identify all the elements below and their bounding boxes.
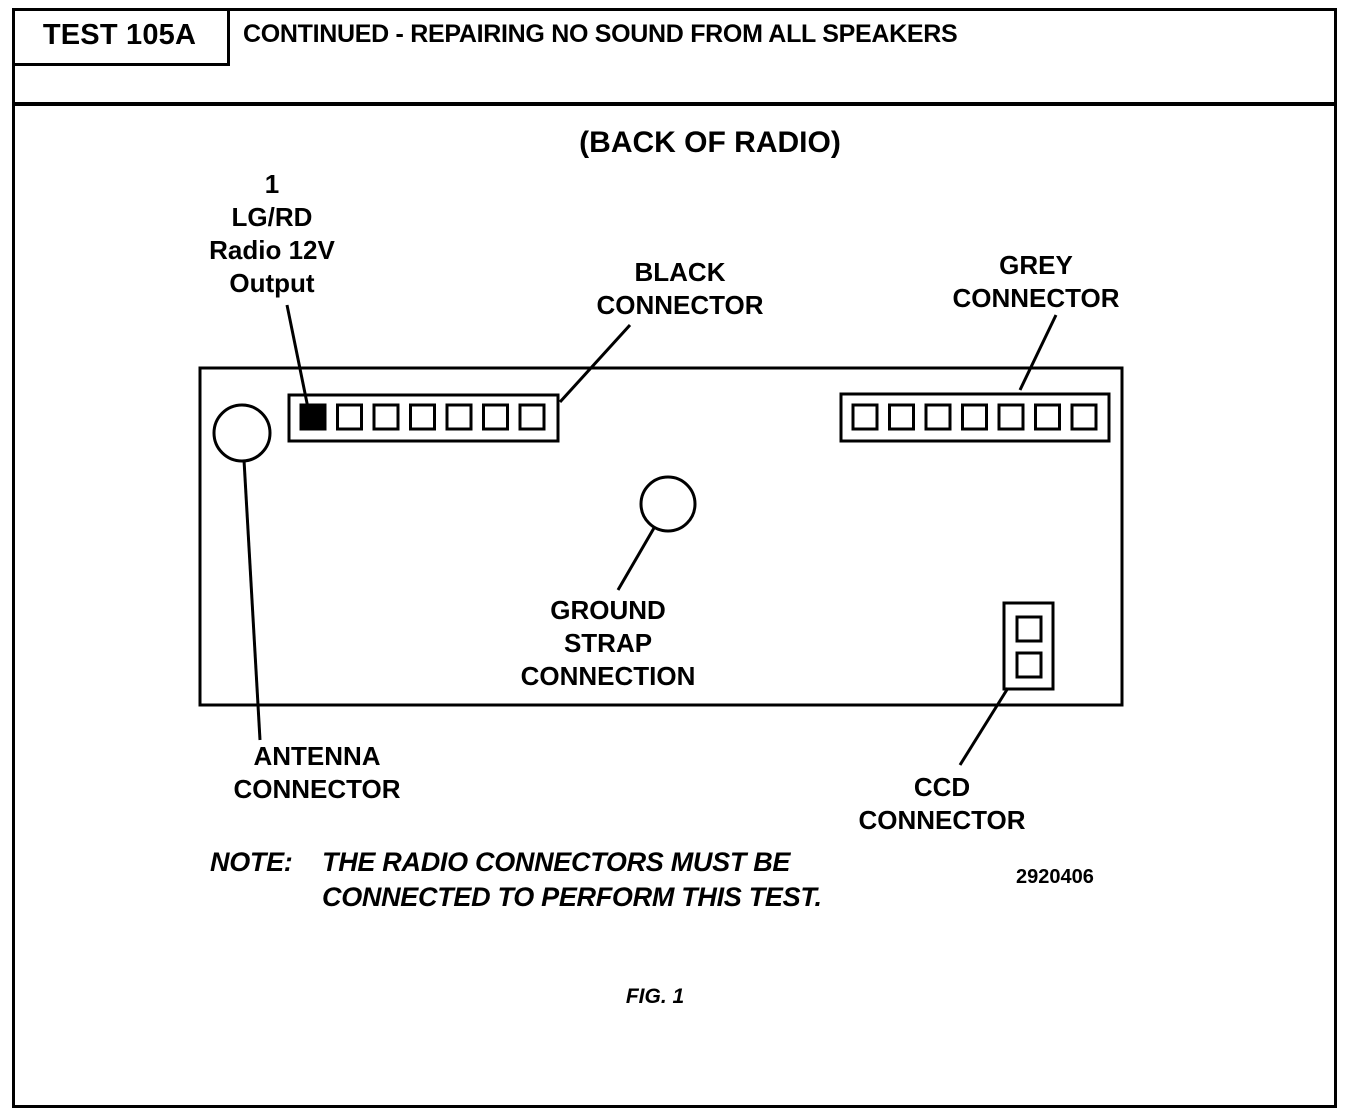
black-connector-label-line1: BLACK [634, 257, 726, 287]
black-connector-pins [299, 403, 546, 431]
ccd-connector-pin-1 [1015, 615, 1043, 643]
ccd-label-line1: CCD [913, 772, 971, 802]
pin-wire-color: LG/RD [231, 202, 313, 232]
ground-strap-label-line3: CONNECTION [520, 661, 696, 691]
black-connector-pin-5 [445, 403, 473, 431]
grey-connector-label-line2: CONNECTOR [952, 283, 1120, 313]
ccd-connector-pins [1015, 615, 1043, 679]
header-divider [12, 102, 1337, 106]
black-connector-pin-4 [409, 403, 436, 431]
black-connector-pin-1 [299, 403, 327, 431]
note-block: NOTE: THE RADIO CONNECTORS MUST BE CONNEC… [210, 845, 822, 915]
grey-connector-pin-7 [1070, 403, 1098, 431]
black-connector-label-line2: CONNECTOR [596, 290, 764, 320]
pin1-label: 1 LG/RD Radio 12V Output [209, 168, 335, 300]
figure-title: (BACK OF RADIO) [579, 126, 841, 159]
antenna-leader-line [242, 459, 262, 741]
ground-strap-label-line1: GROUND [550, 595, 666, 625]
antenna-connector-label: ANTENNA CONNECTOR [233, 740, 400, 806]
black-connector-pin-2 [336, 403, 363, 431]
grey-connector-label-line1: GREY [999, 250, 1073, 280]
ccd-connector-pin-2 [1015, 651, 1043, 679]
ground-strap-label: GROUND STRAP CONNECTION [521, 594, 696, 693]
grey-connector-leader-line [1018, 314, 1058, 391]
black-connector-leader-line [558, 323, 632, 404]
test-id: TEST 105A [42, 19, 197, 51]
pin-function-line1: Radio 12V [209, 235, 335, 265]
figure-number: 2920406 [1016, 866, 1094, 888]
header-title: CONTINUED - REPAIRING NO SOUND FROM ALL … [243, 20, 958, 48]
page-frame [12, 8, 1337, 1108]
grey-connector-pin-1 [851, 403, 879, 431]
ccd-label-line2: CONNECTOR [858, 805, 1026, 835]
black-connector-pin-3 [372, 403, 400, 431]
antenna-connector-icon [212, 403, 272, 463]
grey-connector-housing [839, 392, 1111, 443]
grey-connector-pin-4 [961, 403, 988, 431]
grey-connector-pin-3 [924, 403, 952, 431]
ground-strap-leader-line [616, 527, 656, 591]
pin-number: 1 [264, 169, 280, 199]
black-connector-pin-7 [518, 403, 546, 431]
grey-connector-pin-2 [888, 403, 915, 431]
antenna-label-line1: ANTENNA [253, 741, 381, 771]
antenna-label-line2: CONNECTOR [233, 774, 401, 804]
grey-connector-pin-5 [997, 403, 1025, 431]
test-id-box: TEST 105A [12, 8, 230, 66]
grey-connector-label: GREY CONNECTOR [952, 249, 1119, 315]
note-line2: CONNECTED TO PERFORM THIS TEST. [322, 882, 822, 912]
ground-strap-label-line2: STRAP [563, 628, 653, 658]
ground-strap-icon [639, 475, 697, 533]
ccd-connector-label: CCD CONNECTOR [858, 771, 1025, 837]
note-line1: THE RADIO CONNECTORS MUST BE [322, 847, 791, 877]
radio-chassis [198, 366, 1124, 707]
figure-label: FIG. 1 [625, 985, 685, 1008]
ccd-leader-line [958, 687, 1010, 766]
grey-connector-pin-6 [1034, 403, 1061, 431]
black-connector-pin-6 [482, 403, 509, 431]
pin-function-line2: Output [229, 268, 315, 298]
note-prefix: NOTE: [210, 847, 293, 877]
grey-connector-pins [851, 403, 1098, 431]
black-connector-housing [287, 393, 560, 443]
ccd-connector-housing [1002, 601, 1055, 691]
pin1-leader-line [285, 304, 310, 409]
black-connector-label: BLACK CONNECTOR [596, 256, 763, 322]
